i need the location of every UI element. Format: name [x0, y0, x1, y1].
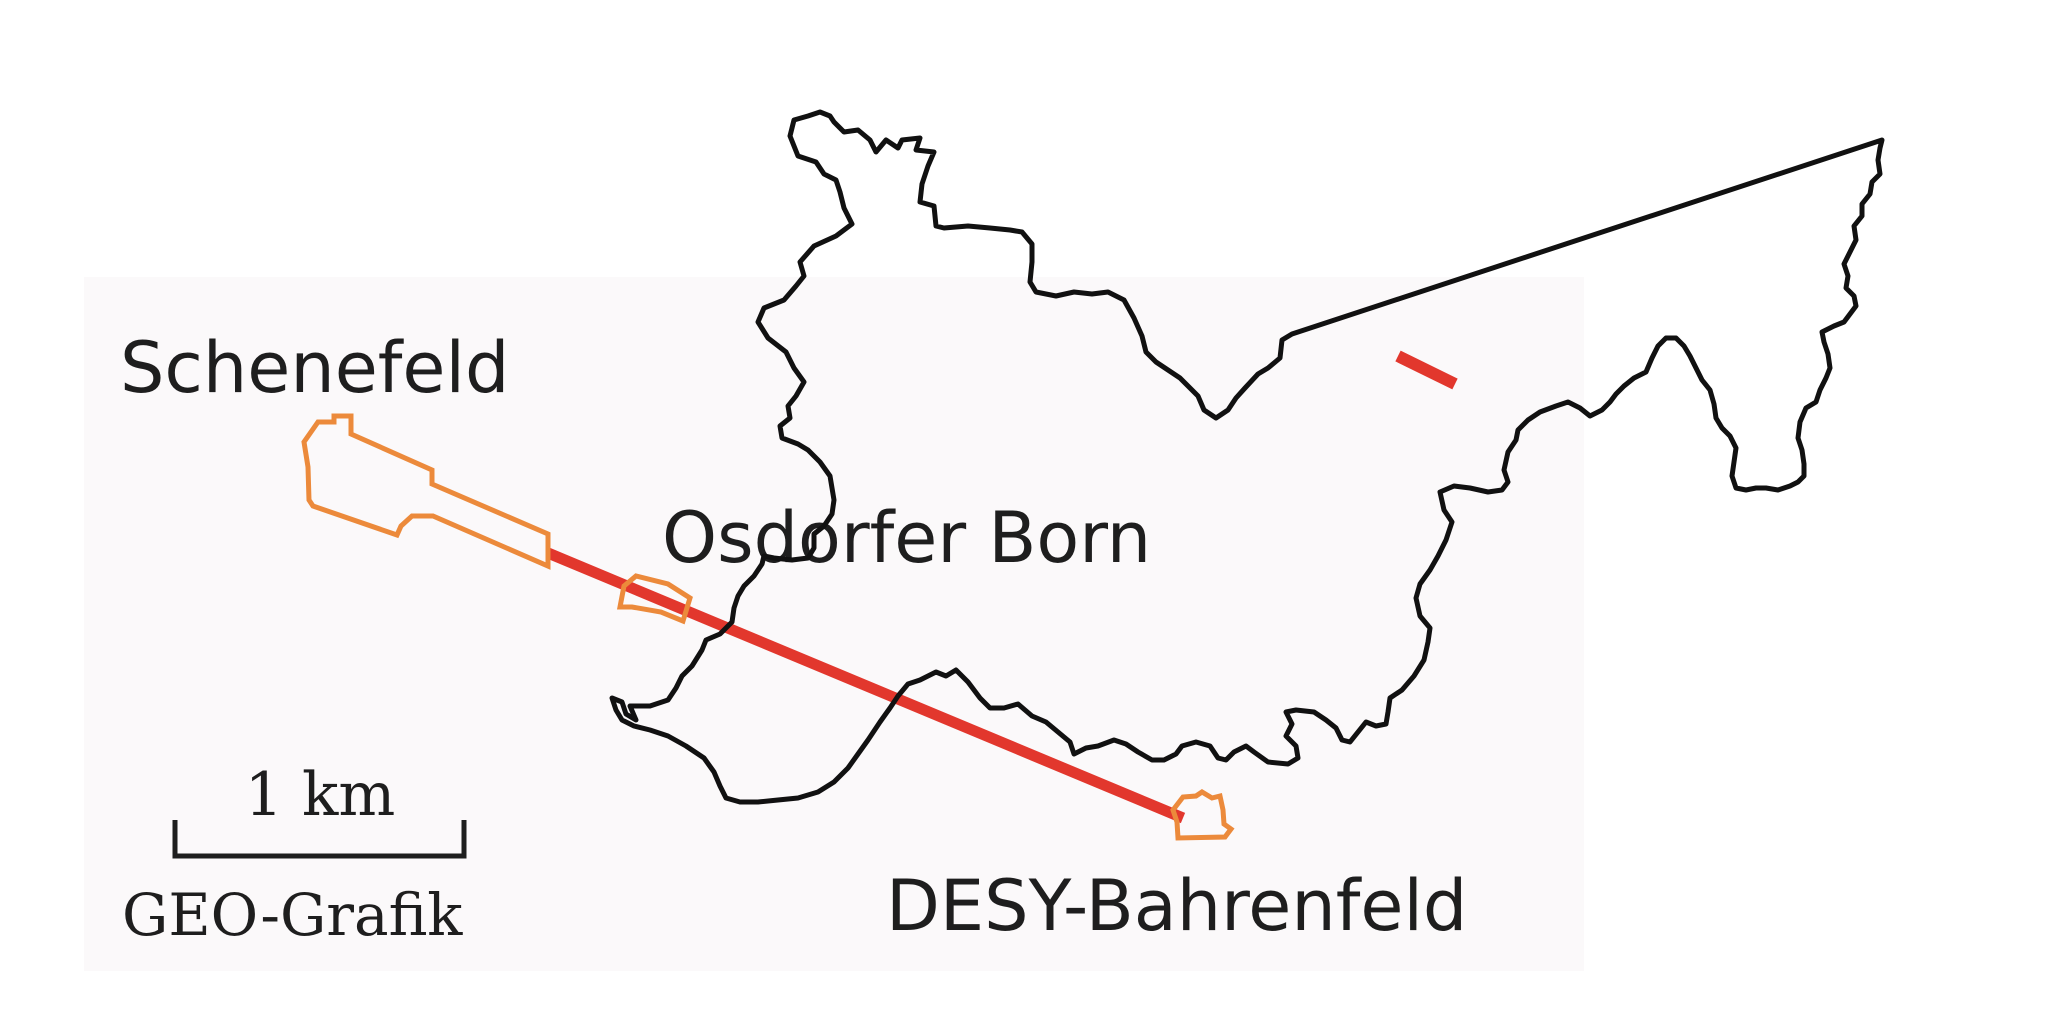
- place-label-schenefeld: Schenefeld: [120, 327, 509, 409]
- place-label-osdorfer-born: Osdorfer Born: [662, 497, 1151, 579]
- hamburg-city-outline: [609, 109, 1885, 805]
- credit-label: GEO-Grafik: [122, 881, 463, 949]
- tunnel-line: [545, 547, 1186, 824]
- place-label-desy-bahrenfeld: DESY-Bahrenfeld: [886, 865, 1467, 947]
- scale-bar: [172, 820, 467, 859]
- locator-tunnel-marker: [1395, 350, 1458, 390]
- scale-bar-label: 1 km: [245, 760, 396, 830]
- desy-bahrenfeld-site-outline: [1170, 789, 1235, 841]
- osdorfer-born-site-outline: [616, 573, 693, 625]
- schenefeld-site-outline: [301, 413, 551, 570]
